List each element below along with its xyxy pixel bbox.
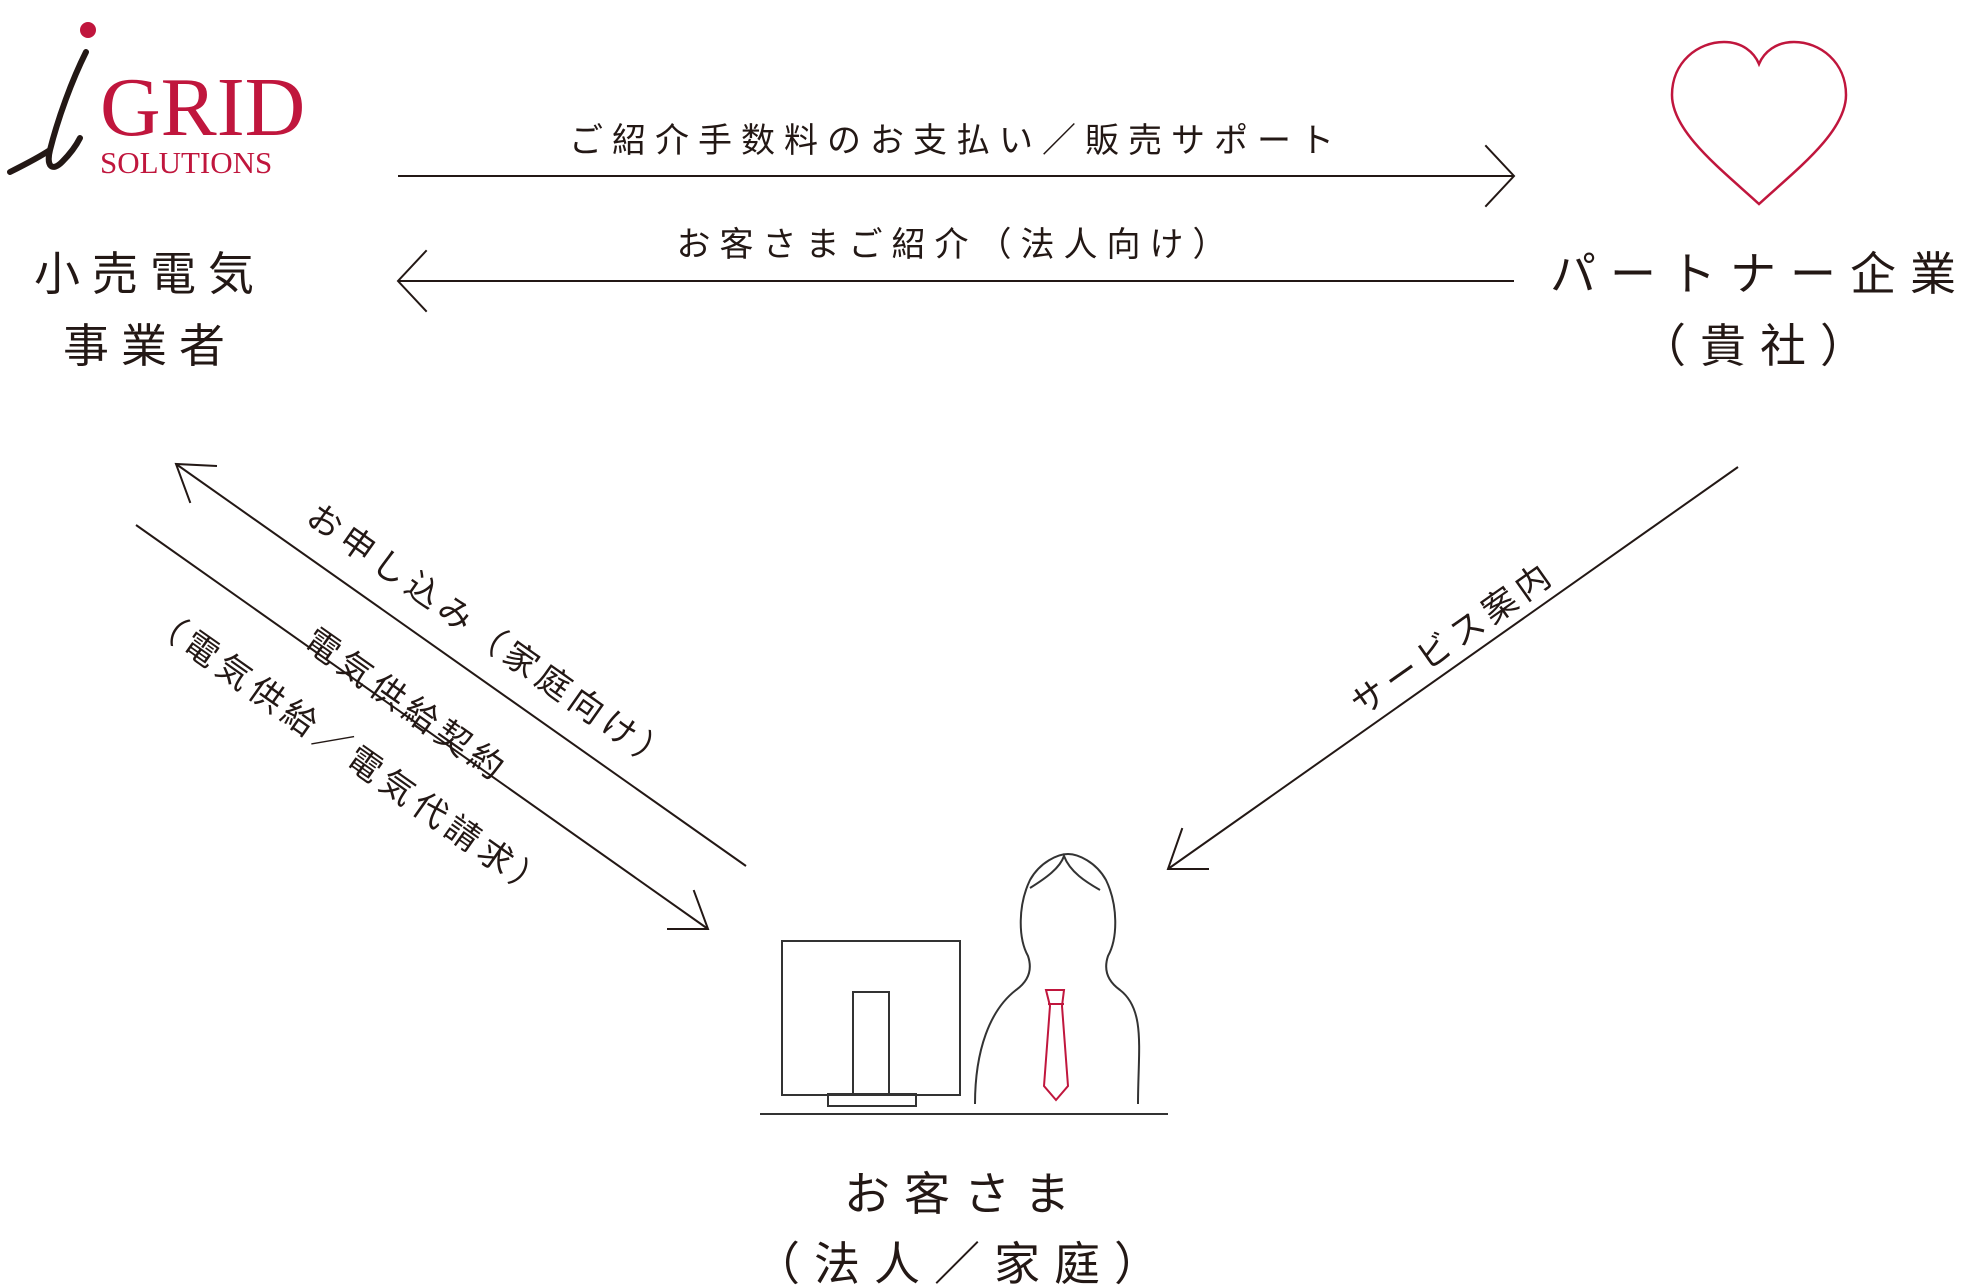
tie-icon [1042,989,1070,1102]
monitor-base [827,1093,917,1107]
service-guide-arrow: サービス案内 [1166,466,1739,870]
monitor-icon [781,940,961,1096]
person-at-computer-icon [760,852,1168,1115]
monitor-stand [852,991,890,1095]
retailer-label-line1: 小売電気 [34,247,266,301]
person-body [974,852,1141,1105]
partner-label-line1: パートナー企業 [1550,247,1964,301]
retailer-label-line2: 事業者 [63,319,237,373]
partner-label-line2: （貴社） [1640,319,1880,373]
customer-node: お客さま （法人／家庭） [754,1167,1174,1287]
customer-referral-label: お客さまご紹介（法人向け） [677,225,1236,265]
service-guide-label: サービス案内 [1344,553,1563,724]
igrid-solutions-logo: GRID SOLUTIONS [7,22,305,180]
customer-label-line1: お客さま [844,1167,1084,1221]
fee-payment-label: ご紹介手数料のお支払い／販売サポート [569,121,1343,161]
application-arrow: お申し込み（家庭向け） [174,462,747,867]
retailer-node: 小売電気 事業者 [34,247,266,373]
partner-node: パートナー企業 （貴社） [1550,247,1964,373]
logo-subtitle: SOLUTIONS [100,145,272,180]
logo-dot [80,22,96,38]
fee-payment-arrow: ご紹介手数料のお支払い／販売サポート [398,121,1516,208]
customer-referral-arrow: お客さまご紹介（法人向け） [396,225,1514,313]
logo-name: GRID [100,61,305,154]
person-hair [1029,853,1101,891]
customer-label-line2: （法人／家庭） [754,1237,1174,1287]
heart-icon [1670,40,1848,206]
logo-script-mark [7,49,89,175]
